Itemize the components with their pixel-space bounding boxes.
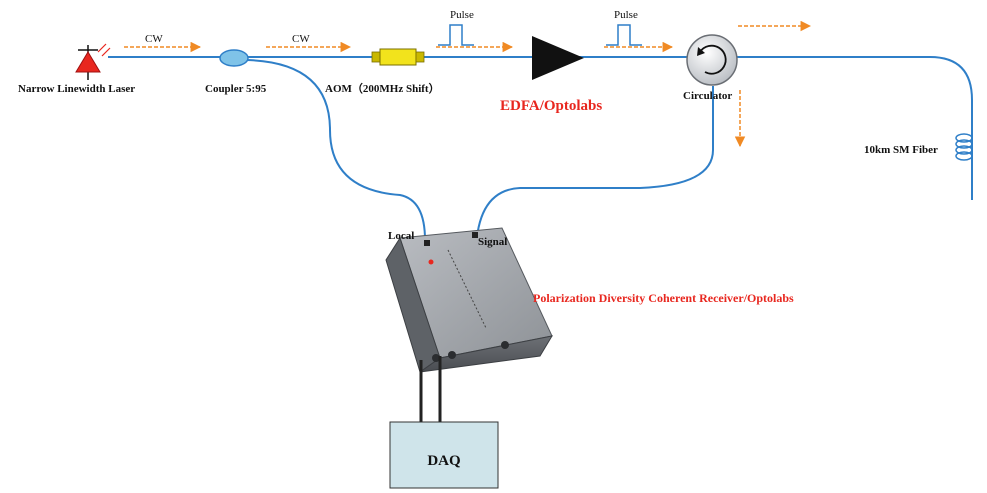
cw-label-2: CW	[292, 33, 310, 45]
aom-icon	[371, 48, 425, 66]
coupler-label: Coupler 5:95	[205, 83, 267, 95]
fiber-label: 10km SM Fiber	[864, 144, 938, 156]
pulse-shape-1	[438, 24, 474, 46]
signal-label: Signal	[478, 236, 507, 248]
fiber-spool-icon	[955, 133, 973, 161]
pulse-label-2: Pulse	[614, 9, 638, 21]
edfa-label: EDFA/Optolabs	[500, 98, 602, 114]
laser-icon	[75, 43, 111, 80]
cw-label-1: CW	[145, 33, 163, 45]
daq-box	[389, 421, 499, 489]
coherent-receiver-box	[385, 227, 554, 373]
daq-label: DAQ	[427, 453, 461, 469]
edfa-amplifier-icon	[532, 36, 584, 80]
fiber-signal-branch	[475, 86, 714, 251]
circulator-label: Circulator	[683, 90, 732, 102]
circulator-icon	[686, 34, 738, 86]
laser-label: Narrow Linewidth Laser	[18, 83, 135, 95]
receiver-label: Polarization Diversity Coherent Receiver…	[533, 291, 794, 305]
local-label: Local	[388, 230, 414, 242]
coupler-icon	[219, 49, 249, 67]
aom-label: AOM（200MHz Shift）	[325, 82, 440, 95]
pulse-label-1: Pulse	[450, 9, 474, 21]
pulse-shape-2	[606, 24, 642, 46]
fiber-local-branch	[245, 59, 426, 241]
fiber-to-spool	[736, 56, 973, 200]
